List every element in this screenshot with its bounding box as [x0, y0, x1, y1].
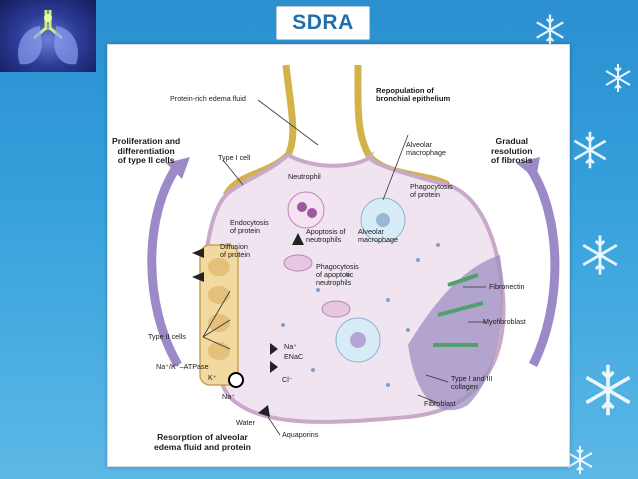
top-right-label: Repopulation of bronchial epithelium: [376, 86, 451, 104]
snowflake-icon: [605, 63, 631, 93]
lungs-image: [0, 0, 96, 72]
snowflake-icon: [535, 13, 565, 47]
label-alveolar-macrophage-top: Alveolar macrophage: [406, 140, 446, 158]
diagram-panel: Proliferation and differentiation of typ…: [107, 44, 570, 467]
left-side-label: Proliferation and differentiation of typ…: [112, 136, 181, 166]
lungs-icon: [18, 10, 78, 65]
label-neutrophil: Neutrophil: [288, 172, 321, 181]
left-curved-arrow: [147, 162, 182, 368]
label-k-plus: K⁺: [208, 373, 217, 382]
label-alveolar-macrophage-mid: Alveolar macrophage: [358, 227, 398, 245]
snowflake-icon: [573, 130, 607, 170]
label-na-plus: Na⁺: [284, 342, 297, 351]
right-curved-arrow: [524, 162, 560, 368]
label-type2-cells: Type II cells: [148, 332, 186, 341]
slide-title-box: SDRA: [276, 6, 370, 40]
label-phagocytosis-protein: Phagocytosis of protein: [410, 182, 453, 200]
fibrosis-region: [408, 255, 503, 411]
label-apoptosis: Apoptosis of neutrophils: [306, 227, 346, 245]
label-phagocytosis-neutrophils: Phagocytosis of apoptotic neutrophils: [316, 262, 359, 288]
label-diffusion: Diffusion of protein: [220, 242, 250, 260]
na-k-atpase-pump: [228, 372, 244, 388]
label-type1-cell: Type I cell: [218, 153, 251, 162]
alveolus-illustration: [147, 64, 560, 436]
label-na-plus-low: Na⁺: [222, 392, 235, 401]
label-endocytosis: Endocytosis of protein: [230, 218, 269, 236]
label-water: Water: [236, 418, 255, 427]
label-aquaporins: Aquaporins: [282, 430, 319, 439]
snowflake-icon: [567, 445, 593, 475]
label-protein-rich-edema: Protein-rich edema fluid: [170, 94, 246, 103]
label-enac: ENaC: [284, 352, 304, 361]
label-collagen: Type I and III collagen: [451, 374, 493, 392]
label-cl-minus: Cl⁻: [282, 375, 293, 384]
snowflake-icon: [584, 362, 632, 418]
label-myofibroblast: Myofibroblast: [483, 317, 526, 326]
label-fibronectin: Fibronectin: [489, 282, 525, 291]
snowflake-icon: [581, 233, 619, 277]
label-na-k-atpase: Na⁺/K⁺–ATPase: [156, 362, 209, 371]
slide-title: SDRA: [292, 11, 354, 34]
right-side-label: Gradual resolution of fibrosis: [491, 136, 533, 166]
bottom-label: Resorption of alveolar edema fluid and p…: [154, 432, 251, 452]
label-fibroblast: Fibroblast: [424, 399, 456, 408]
